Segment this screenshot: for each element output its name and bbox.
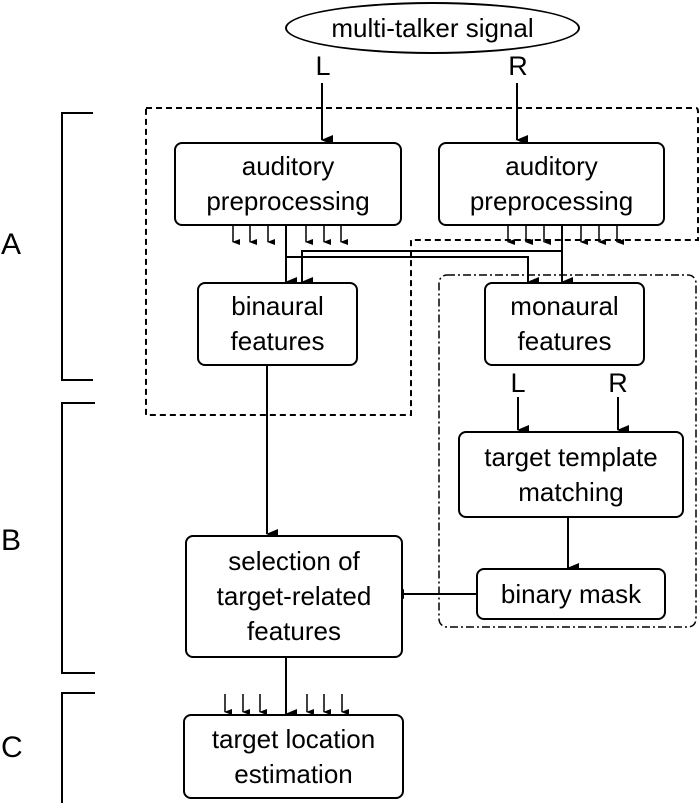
arrow-left-to-monaural bbox=[286, 256, 539, 287]
binary-mask-box: binary mask bbox=[476, 568, 666, 620]
target-template-matching-box: target template matching bbox=[458, 431, 684, 518]
left-channel-outputs bbox=[232, 226, 348, 245]
auditory-preprocessing-left: auditory preprocessing bbox=[174, 142, 402, 226]
auditory-preprocessing-right: auditory preprocessing bbox=[438, 142, 665, 226]
section-label-a: A bbox=[1, 228, 22, 261]
section-label-b: B bbox=[1, 524, 22, 557]
target-location-estimation-box: target location estimation bbox=[183, 714, 404, 799]
multi-talker-signal-node: multi-talker signal bbox=[285, 2, 580, 54]
selection-of-target-related-features-box: selection of target-related features bbox=[185, 535, 403, 658]
binaural-features-box: binaural features bbox=[197, 282, 358, 366]
monaural-output-left: L bbox=[510, 368, 526, 398]
section-label-c: C bbox=[1, 731, 23, 764]
bracket-a bbox=[61, 112, 93, 381]
arrow-right-to-binaural bbox=[301, 250, 562, 287]
channel-label-right: R bbox=[508, 51, 528, 81]
monaural-features-box: monaural features bbox=[484, 282, 645, 366]
selection-feature-outputs bbox=[224, 694, 349, 715]
monaural-output-right: R bbox=[608, 368, 628, 398]
bracket-c bbox=[61, 692, 95, 803]
channel-label-left: L bbox=[315, 51, 331, 81]
bracket-b bbox=[61, 402, 95, 674]
right-channel-outputs bbox=[507, 226, 624, 245]
target-pathway-region bbox=[438, 274, 697, 628]
stage-a-region bbox=[145, 107, 699, 416]
